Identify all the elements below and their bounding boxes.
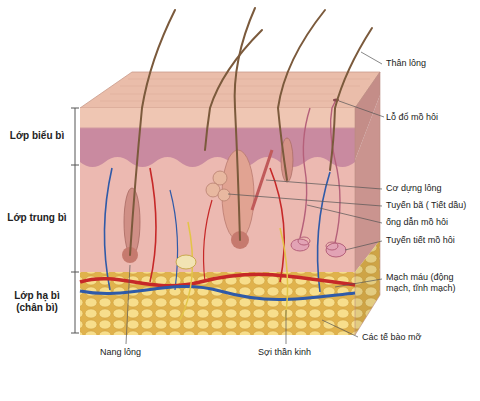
- part-label: Sợi thần kinh: [258, 347, 311, 358]
- leader-line: [266, 180, 382, 189]
- bracket-tick: [71, 333, 79, 334]
- epidermis-basal: [80, 128, 355, 167]
- bracket-tick: [71, 108, 79, 109]
- hair: [278, 10, 325, 180]
- leader-line: [307, 205, 382, 223]
- layer-label: Lớp hạ bì (chân bì): [6, 290, 68, 314]
- epidermis: [80, 108, 355, 128]
- nerve: [280, 228, 288, 320]
- layer-brackets: [71, 108, 79, 333]
- part-label: Thân lông: [386, 58, 426, 69]
- layer-label: Lớp trung bì: [2, 212, 72, 224]
- hairs: [130, 8, 372, 255]
- part-label: ống dẫn mồ hôi: [386, 217, 448, 228]
- hair-follicles: [122, 138, 293, 263]
- gland-coil: [326, 242, 338, 250]
- vein: [80, 286, 355, 299]
- leader-line: [286, 310, 287, 344]
- gland-coil: [326, 243, 346, 257]
- gland-lobe: [213, 171, 227, 185]
- bracket-tick: [71, 272, 79, 273]
- part-label: Tuyến tiết mồ hôi: [386, 235, 455, 246]
- epidermis-line: [80, 128, 355, 129]
- pacinian-corpuscle: [176, 255, 196, 269]
- hair: [130, 10, 175, 255]
- artery: [80, 274, 355, 286]
- sweat-glands: [291, 100, 346, 257]
- part-label: Mạch máu (động mạch, tĩnh mạch): [386, 272, 476, 294]
- leader-line: [228, 194, 382, 206]
- blood-vessels: [80, 168, 355, 300]
- leader-lines: [126, 52, 384, 344]
- leader-line: [339, 101, 384, 117]
- gland-coil: [298, 237, 310, 245]
- leader-line: [345, 241, 382, 250]
- sweat-duct: [300, 108, 310, 238]
- vein-branch: [104, 168, 112, 290]
- leader-line: [126, 265, 130, 344]
- part-label: Tuyến bã ( Tiết dầu): [386, 200, 466, 211]
- nerve: [180, 222, 193, 320]
- artery-branch: [150, 168, 156, 282]
- vein-branch: [318, 172, 330, 292]
- bracket-line: [75, 108, 76, 333]
- artery-branch: [270, 168, 284, 282]
- hair: [330, 28, 372, 170]
- layer-label: Lớp biểu bì: [4, 130, 70, 142]
- hypodermis: [80, 272, 355, 335]
- part-label: Lỗ đổ mồ hôi: [386, 112, 438, 123]
- hair: [205, 30, 262, 150]
- leader-line: [322, 320, 358, 337]
- sebaceous-gland: [206, 171, 230, 201]
- part-label: Các tế bào mỡ: [362, 332, 421, 343]
- gland-lobe: [218, 189, 230, 201]
- hair: [235, 8, 255, 240]
- artery-branch: [204, 200, 212, 282]
- leader-line: [335, 279, 382, 287]
- part-label: Cơ dựng lông: [386, 183, 441, 194]
- bracket-tick: [71, 165, 79, 166]
- leader-line: [361, 52, 382, 64]
- part-label: Nang lông: [100, 347, 141, 358]
- vein-branch: [170, 190, 178, 290]
- nerves: [180, 222, 288, 320]
